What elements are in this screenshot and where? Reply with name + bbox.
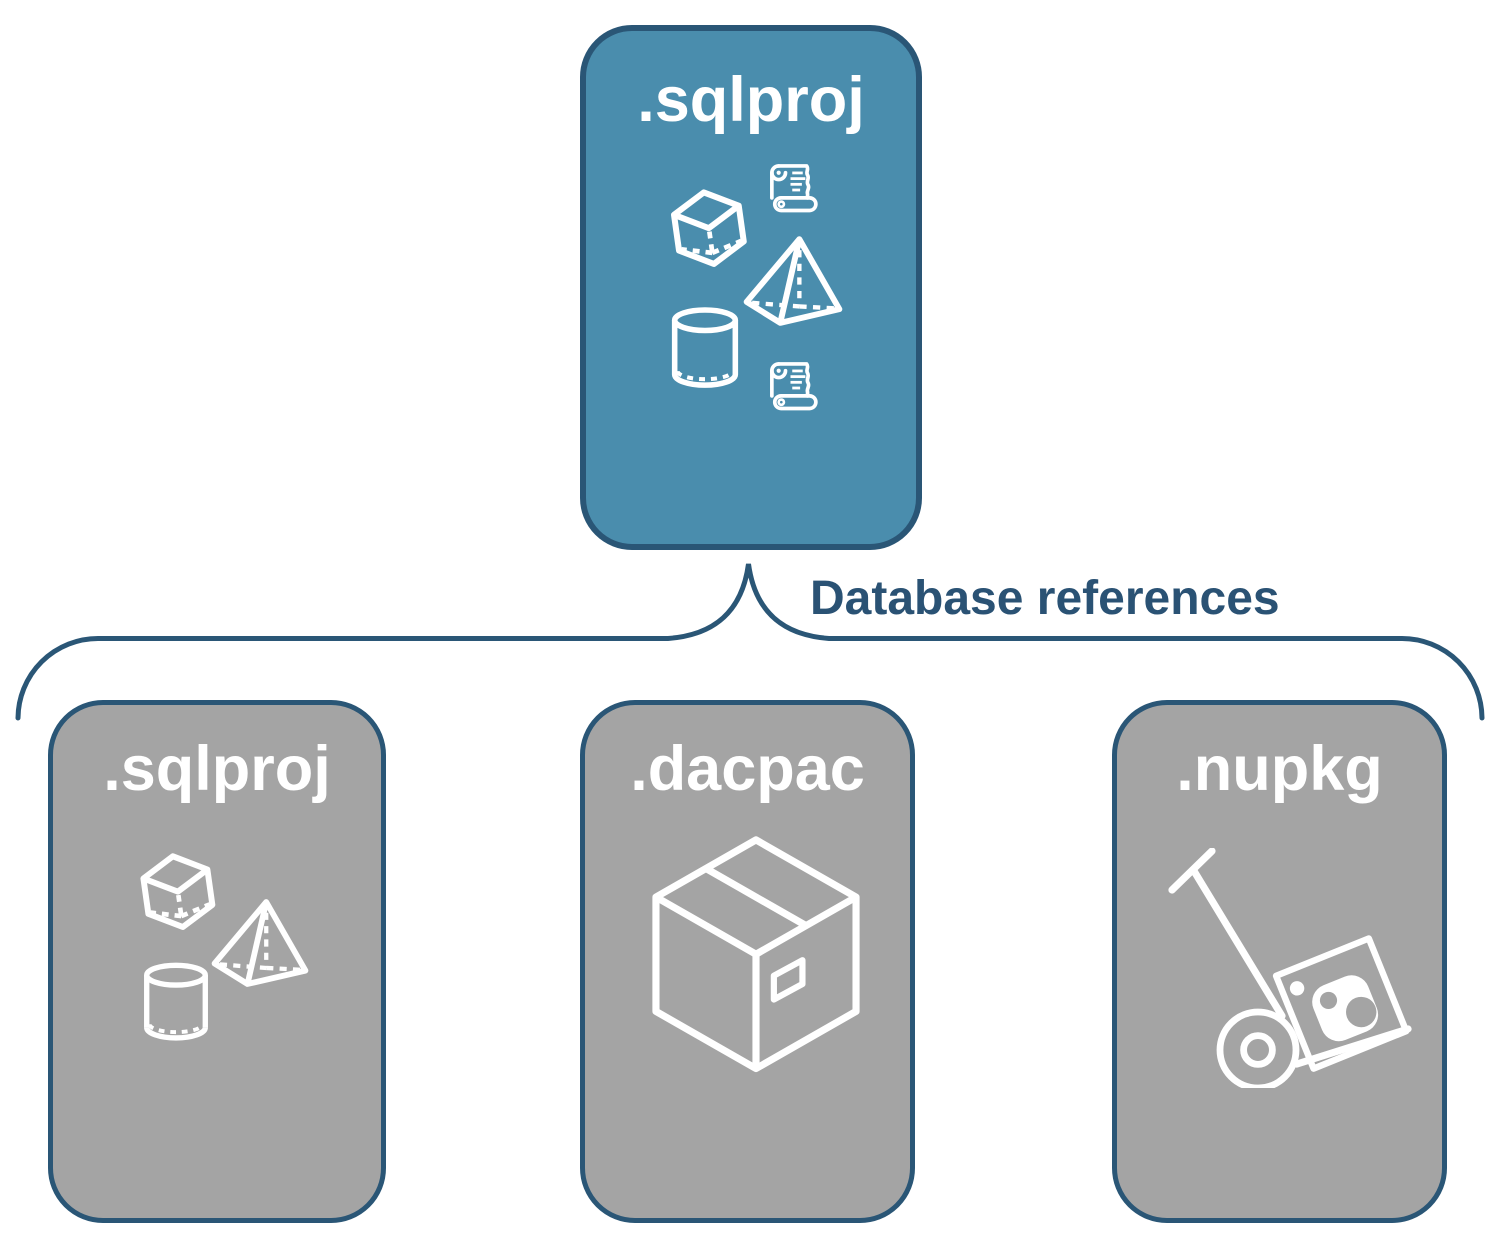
- scroll-icon: [770, 362, 818, 411]
- handle-rail: [1190, 867, 1286, 1020]
- child-node-sqlproj: .sqlproj: [48, 700, 386, 1223]
- brace-path: [15, 563, 1485, 721]
- wheel: [1216, 1008, 1300, 1088]
- hand-truck-nuget-icon: [1168, 848, 1412, 1088]
- child-node-dacpac: .dacpac: [580, 700, 915, 1223]
- root-node-sqlproj: .sqlproj: [580, 25, 922, 550]
- pyramid-icon: [215, 902, 306, 984]
- cylinder-icon: [147, 965, 206, 1038]
- package-box-icon: [652, 836, 860, 1073]
- child-node-label: .dacpac: [630, 734, 865, 804]
- connector-brace: [15, 563, 1485, 721]
- sql-objects-icon-group: [135, 850, 315, 1045]
- cube-icon: [671, 188, 746, 269]
- sql-objects-icon-group: [640, 164, 890, 411]
- connector-label: Database references: [810, 572, 1280, 625]
- root-node-label: .sqlproj: [637, 65, 865, 135]
- cube-icon: [141, 852, 215, 932]
- child-node-nupkg: .nupkg: [1112, 700, 1447, 1223]
- scroll-icon: [770, 164, 818, 213]
- child-node-label: .sqlproj: [103, 734, 331, 804]
- nuget-package: [1272, 935, 1410, 1072]
- pyramid-icon: [747, 239, 840, 323]
- child-node-label: .nupkg: [1176, 734, 1383, 804]
- wheel-hub: [1240, 1032, 1276, 1068]
- cylinder-icon: [675, 310, 736, 385]
